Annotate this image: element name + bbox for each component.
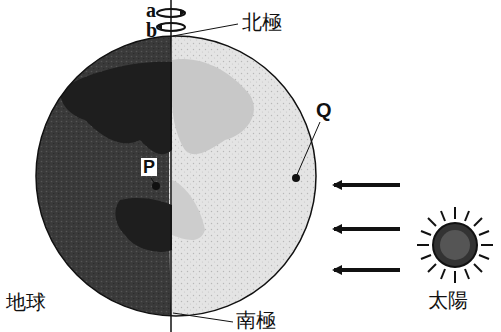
- sunlight-arrow: [334, 183, 400, 187]
- rotation-label: b: [146, 20, 157, 40]
- rotation-axis: [170, 0, 172, 332]
- point-label: Q: [316, 100, 332, 120]
- leader-line: [296, 122, 320, 177]
- leader-line: [173, 24, 238, 36]
- point-q: [292, 174, 300, 182]
- pole-label: 北極: [242, 12, 282, 32]
- pole-label: 南極: [236, 310, 276, 330]
- rotation-arrow: [157, 23, 185, 31]
- land: [172, 180, 205, 240]
- rotation-arrow: [157, 9, 185, 17]
- point-label: P: [141, 158, 157, 176]
- earth-label: 地球: [6, 292, 46, 312]
- land: [115, 198, 172, 252]
- sun-symbol: [417, 207, 493, 283]
- sunlight-arrow: [334, 227, 400, 231]
- arrowhead: [180, 9, 186, 16]
- night-side: [20, 20, 172, 330]
- point-p: [152, 182, 160, 190]
- sunlight-arrow: [334, 268, 400, 272]
- leader-line: [173, 313, 233, 322]
- land: [172, 59, 254, 154]
- land: [60, 62, 172, 154]
- rotation-label: a: [146, 0, 156, 20]
- globe-outline: [36, 36, 316, 316]
- sun-label: 太陽: [428, 290, 468, 310]
